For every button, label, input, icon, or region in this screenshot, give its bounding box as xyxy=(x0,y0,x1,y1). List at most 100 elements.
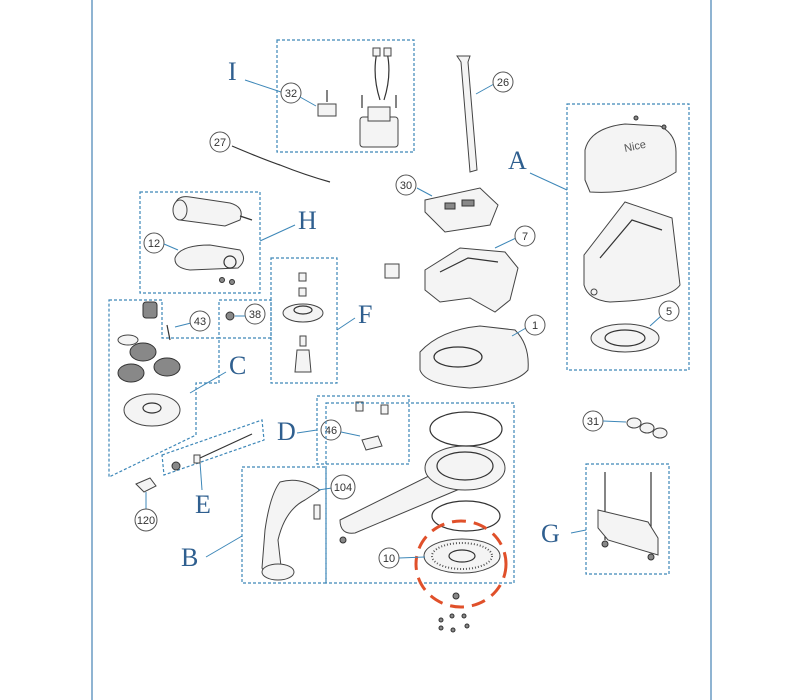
callout-38-circle xyxy=(244,303,266,325)
callout-27: 27 xyxy=(214,137,226,149)
callout-31: 31 xyxy=(587,416,599,428)
callout-43-circle xyxy=(189,310,211,332)
part-31: 31 xyxy=(582,410,668,439)
callout-30-circle xyxy=(395,174,417,196)
bracket-g-part xyxy=(597,509,659,556)
nut-e xyxy=(171,461,181,471)
curved-arm-foot xyxy=(261,563,295,581)
screw-bottom-1 xyxy=(438,617,444,623)
callout-46: 46 xyxy=(325,425,337,437)
callout-10: 10 xyxy=(383,553,395,565)
leader-30 xyxy=(416,187,433,197)
callout-12-circle xyxy=(143,232,165,254)
callout-43: 43 xyxy=(194,316,206,328)
gear-c-3 xyxy=(153,357,181,377)
housing-part xyxy=(583,201,681,303)
leader-7 xyxy=(494,237,517,249)
cap-31-a xyxy=(626,417,642,429)
group-h-box xyxy=(139,191,261,294)
group-f: F 38 xyxy=(218,257,372,384)
gear-f-hub xyxy=(293,305,313,315)
leader-32 xyxy=(299,96,317,107)
pin-f-3 xyxy=(299,335,307,347)
pin-e xyxy=(193,454,201,464)
callout-7: 7 xyxy=(522,231,528,243)
callout-38: 38 xyxy=(249,309,261,321)
gear-c-1 xyxy=(129,342,157,362)
disc-10-part xyxy=(423,538,501,574)
callout-26: 26 xyxy=(497,77,509,89)
group-e-leader xyxy=(199,461,203,491)
key-120-part xyxy=(135,477,157,493)
group-f-box xyxy=(270,257,338,384)
disc-10-teeth xyxy=(431,542,493,570)
board-chip-b xyxy=(461,199,475,207)
key-d-part xyxy=(361,435,383,451)
o-ring-lower xyxy=(431,500,501,532)
group-c-leader xyxy=(189,371,227,394)
group-d-leader xyxy=(296,429,318,434)
callout-26-circle xyxy=(492,71,514,93)
group-h-letter: H xyxy=(298,206,317,235)
part-26: 26 xyxy=(456,55,514,173)
group-a: A Nice 5 xyxy=(508,103,690,371)
callout-12: 12 xyxy=(148,238,160,250)
part-10: 10 xyxy=(378,519,508,633)
callout-104-circle xyxy=(330,474,356,500)
pin-b xyxy=(313,504,321,520)
long-arm-part xyxy=(339,467,463,534)
part-120: 120 xyxy=(134,477,158,532)
wire-harness-part xyxy=(374,51,390,101)
wire-connector-a xyxy=(372,47,381,57)
callout-27-circle xyxy=(209,131,231,153)
leader-26 xyxy=(475,83,495,95)
callout-7-circle xyxy=(514,225,536,247)
frame-7-part xyxy=(424,247,519,313)
motor-endcap xyxy=(172,199,188,221)
part-27: 27 xyxy=(209,131,331,183)
shaft-f-part xyxy=(294,349,312,373)
group-h: H 12 xyxy=(139,191,317,294)
callout-104: 104 xyxy=(334,482,352,494)
cover-screw-b xyxy=(661,124,667,130)
gasket-hole xyxy=(223,255,237,269)
screw-b xyxy=(339,536,347,544)
group-c-letter: C xyxy=(229,351,246,380)
group-c-box xyxy=(108,299,220,478)
nut-38 xyxy=(225,311,235,321)
callout-120-circle xyxy=(134,508,158,532)
callout-5-circle xyxy=(658,300,680,322)
gasket-12-part xyxy=(174,244,244,271)
board-chip-a xyxy=(444,202,456,210)
wire-connector-b xyxy=(383,47,392,57)
arm-ring-inner xyxy=(436,451,494,481)
group-b-box-left xyxy=(241,466,327,584)
bar-26-part xyxy=(456,55,478,173)
transformer-top xyxy=(367,106,391,122)
frame-7-edge xyxy=(439,257,499,273)
group-d: D 46 xyxy=(277,395,410,465)
group-a-box xyxy=(566,103,690,371)
cable-27-part xyxy=(231,145,331,183)
group-b: B 104 xyxy=(181,402,515,584)
group-a-leader xyxy=(529,172,568,191)
small-connector-part xyxy=(384,263,400,279)
group-h-leader xyxy=(259,224,296,242)
group-e: E xyxy=(161,419,265,519)
shaft-e-part xyxy=(199,433,253,459)
gear-c-large-hub xyxy=(142,402,162,414)
group-a-letter: A xyxy=(508,146,527,175)
group-e-box xyxy=(161,419,265,476)
cover-logo: Nice xyxy=(623,139,647,155)
group-i-leader xyxy=(244,79,285,94)
highlight-circle xyxy=(414,519,508,609)
screw-bottom-4 xyxy=(438,625,444,631)
group-g: G xyxy=(541,463,670,575)
leader-104 xyxy=(317,487,333,491)
group-i-letter: I xyxy=(228,57,237,86)
gear-f-part xyxy=(282,303,324,323)
base-1-recess xyxy=(433,346,483,368)
base-1-part xyxy=(419,325,529,389)
screw-h-1 xyxy=(219,277,225,283)
nut-g-2 xyxy=(647,553,655,561)
